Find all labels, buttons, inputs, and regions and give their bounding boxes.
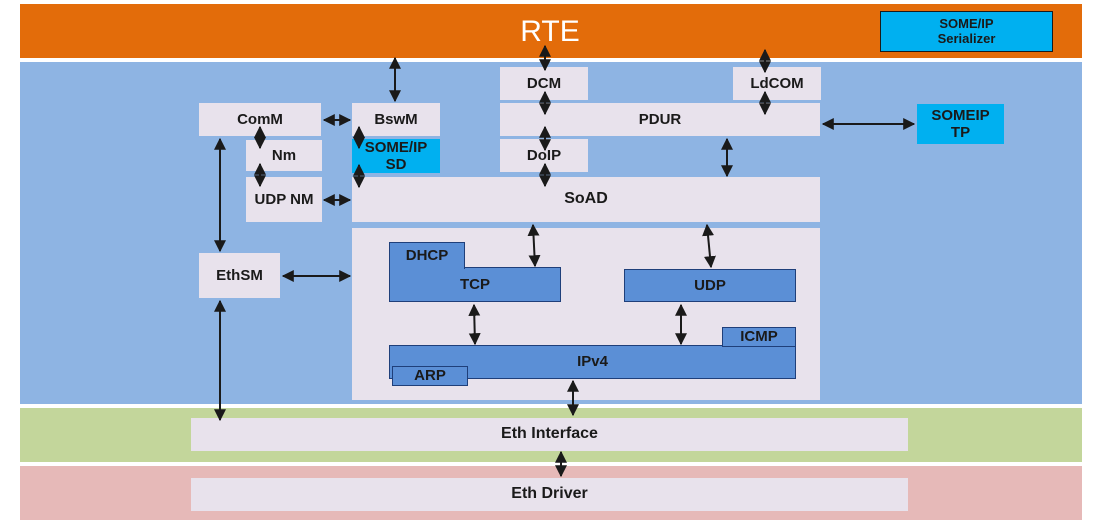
- eth-driver-box: Eth Driver: [191, 478, 908, 511]
- rte-label: RTE: [520, 14, 580, 48]
- arp-box: ARP: [392, 366, 468, 386]
- some-ip-serializer-box: SOME/IP Serializer: [880, 11, 1053, 52]
- tcp-box: TCP: [389, 267, 561, 302]
- ipv4-label: IPv4: [577, 353, 608, 371]
- tcp-label: TCP: [460, 275, 490, 293]
- arrow-soad-udp: [702, 223, 716, 269]
- ldcom-box: LdCOM: [733, 67, 821, 100]
- someip-tp-box: SOMEIP TP: [917, 104, 1004, 144]
- icmp-box: ICMP: [722, 327, 796, 347]
- arrow-soad-tcp: [527, 223, 541, 268]
- soad-box: SoAD: [352, 177, 820, 222]
- arrow-tcp-ipv4: [468, 303, 481, 346]
- eth-interface-box: Eth Interface: [191, 418, 908, 451]
- ethsm-box: EthSM: [199, 253, 280, 298]
- bswm-box: BswM: [352, 103, 440, 136]
- dhcp-box: DHCP: [389, 242, 465, 269]
- udp-box: UDP: [624, 269, 796, 302]
- some-ip-sd-box: SOME/IP SD: [352, 139, 440, 173]
